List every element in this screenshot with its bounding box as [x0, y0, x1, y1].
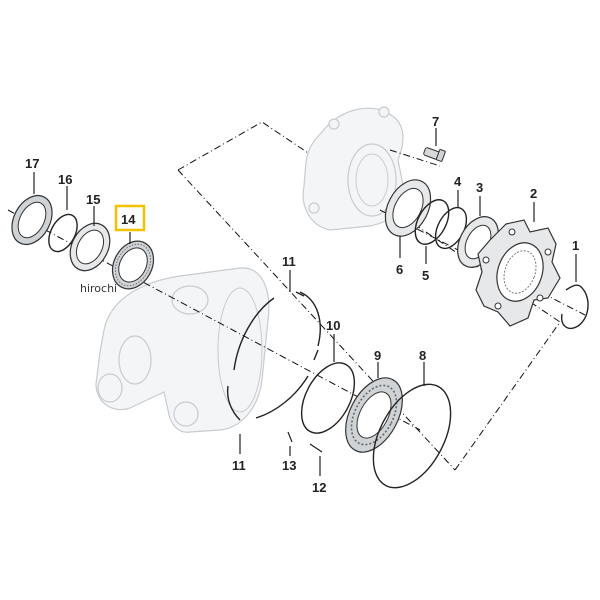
- callout-15: 15: [86, 192, 100, 207]
- callout-labels: 17 16 15 14 11 10 9 8 11 13 12 7 4 3 2 1…: [25, 114, 579, 495]
- callout-16: 16: [58, 172, 72, 187]
- part-15-ring: [69, 222, 111, 272]
- part-1-circlip: [561, 284, 589, 330]
- part-13-pin: [287, 431, 293, 443]
- callout-5: 5: [422, 268, 429, 283]
- part-14-needle-bearing: [111, 240, 155, 290]
- callout-12: 12: [312, 480, 326, 495]
- callout-6: 6: [396, 262, 403, 277]
- leader-lines: [33, 128, 577, 476]
- callout-17: 17: [25, 156, 39, 171]
- part-6-ring: [384, 179, 432, 237]
- part-11-ring-segments: [226, 291, 321, 421]
- part-7-bolt: [423, 147, 446, 162]
- callout-13: 13: [282, 458, 296, 473]
- callout-1: 1: [572, 238, 579, 253]
- callout-4: 4: [454, 174, 462, 189]
- callout-2: 2: [530, 186, 537, 201]
- part-12-pin: [309, 443, 323, 453]
- callout-11-bottom: 11: [232, 458, 246, 473]
- part-8-o-ring: [372, 383, 452, 489]
- callout-7: 7: [432, 114, 439, 129]
- highlight-box: [114, 204, 146, 232]
- swingarm-ghost: [95, 267, 270, 433]
- callout-8: 8: [419, 348, 426, 363]
- part-9-ball-bearing: [345, 377, 403, 453]
- part-5-o-ring: [414, 199, 450, 245]
- callout-14: 14: [121, 212, 136, 227]
- part-17-race: [11, 194, 53, 246]
- callout-11-top: 11: [282, 254, 296, 269]
- housing-ghost-top: [302, 106, 405, 231]
- callout-9: 9: [374, 348, 381, 363]
- callout-10: 10: [326, 318, 340, 333]
- callout-3: 3: [476, 180, 483, 195]
- watermark-text: hirochi: [80, 282, 117, 295]
- part-2-wheel-flange: [475, 219, 561, 327]
- part-10-circlip: [300, 362, 356, 434]
